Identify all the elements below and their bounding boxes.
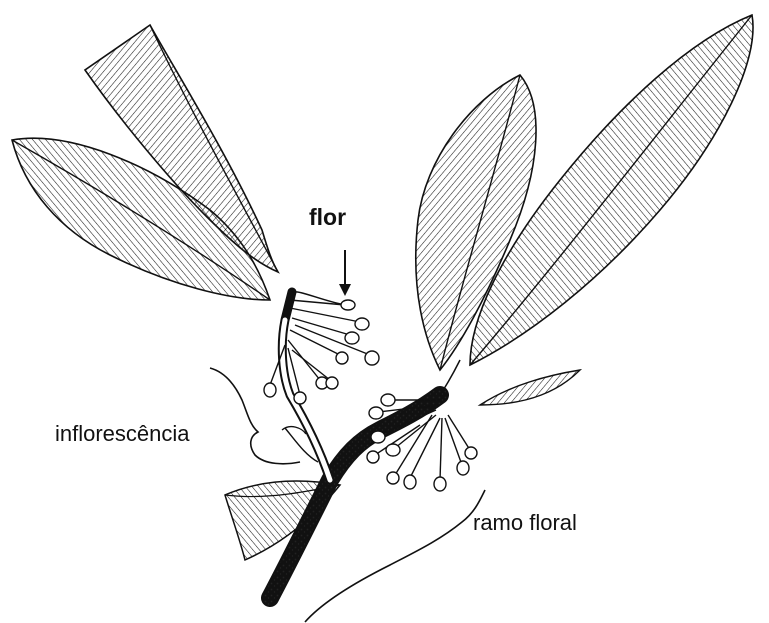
label-inflorescence: inflorescência (55, 423, 190, 445)
floral-branch-brace (305, 490, 485, 622)
leaf-lower-right-small (480, 370, 580, 405)
label-flower: flor (309, 206, 346, 229)
label-floral-branch: ramo floral (473, 512, 577, 534)
flower-arrow (339, 250, 351, 296)
